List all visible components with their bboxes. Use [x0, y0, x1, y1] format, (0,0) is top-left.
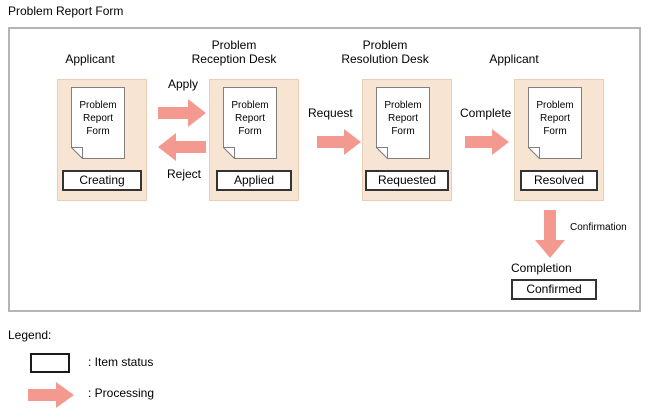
legend-arrow-swatch	[28, 382, 74, 413]
transition-label-reject: Reject	[167, 167, 202, 181]
lane-title-line: Applicant	[489, 52, 539, 66]
lane-title-line: Problem	[211, 38, 257, 52]
legend-status-box-swatch	[30, 353, 70, 373]
lane-title-line: Applicant	[65, 52, 115, 66]
lane-title-line: Resolution Desk	[341, 52, 429, 66]
transition-label-confirmation: Confirmation	[570, 222, 627, 233]
transition-label-request: Request	[308, 106, 353, 120]
transition-label-complete: Complete	[460, 106, 512, 120]
legend-title: Legend:	[8, 328, 52, 342]
status-badge-resolved[interactable]: Resolved	[520, 170, 598, 191]
lane-title-applicant-resolved: Applicant	[462, 52, 566, 66]
lane-title-line: Problem	[362, 38, 408, 52]
lane-title-line: Reception Desk	[191, 52, 277, 66]
lane-title-problem-resolution-desk: Problem Resolution Desk	[303, 38, 467, 66]
document-icon-problem-resolution-desk: Problem Report Form	[376, 87, 430, 159]
completion-label: Completion	[511, 261, 572, 275]
arrow-request-right	[317, 129, 361, 155]
arrow-complete-right	[465, 129, 509, 155]
document-icon-problem-reception-desk: Problem Report Form	[223, 87, 277, 159]
status-badge-creating[interactable]: Creating	[62, 170, 142, 191]
transition-label-apply: Apply	[168, 77, 199, 91]
document-icon-applicant-resolved: Problem Report Form	[528, 87, 582, 159]
diagram-frame: Applicant Problem Report Form Creating A…	[8, 27, 641, 312]
status-badge-requested[interactable]: Requested	[365, 170, 449, 191]
arrow-confirmation-down	[535, 210, 565, 258]
arrow-reject-left	[158, 133, 206, 161]
legend-item-status-text: : Item status	[88, 355, 154, 369]
document-icon-applicant-creating: Problem Report Form	[71, 87, 125, 159]
arrow-apply-right	[158, 99, 206, 127]
page-title: Problem Report Form	[8, 4, 124, 18]
status-badge-applied[interactable]: Applied	[216, 170, 292, 191]
lane-title-applicant-creating: Applicant	[38, 52, 142, 66]
lane-title-problem-reception-desk: Problem Reception Desk	[152, 38, 316, 66]
status-badge-confirmed[interactable]: Confirmed	[511, 279, 597, 300]
legend-processing-text: : Processing	[88, 386, 155, 400]
